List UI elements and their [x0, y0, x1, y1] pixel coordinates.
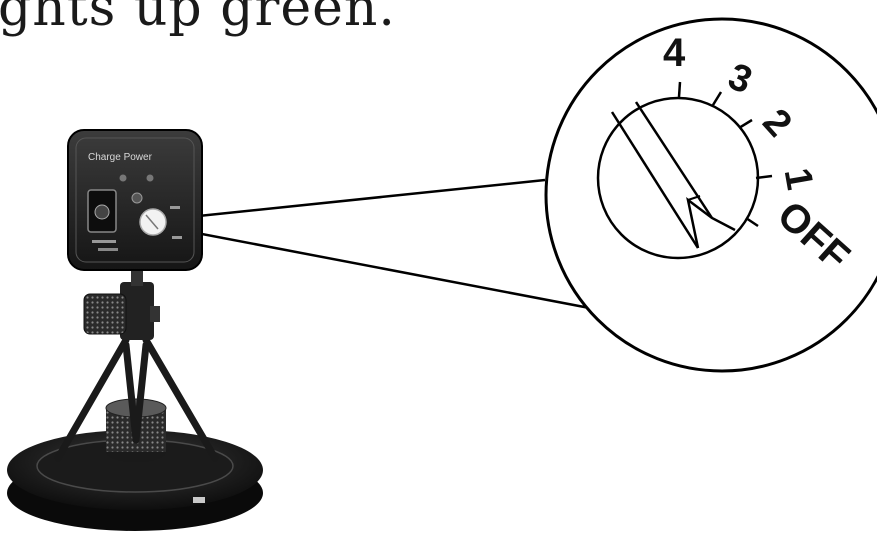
magnifier-callout: 4 3 2 1 OFF	[544, 17, 877, 373]
camera-front-label: Charge Power	[88, 152, 153, 163]
tripod-hinge	[83, 262, 160, 340]
tripod-legs	[54, 336, 219, 462]
led-indicator	[119, 174, 127, 182]
leader-lines	[159, 178, 601, 312]
tripod-base	[7, 430, 263, 531]
camera-illustration: Charge Power	[7, 129, 263, 531]
dial-knob	[596, 96, 760, 260]
camera-body: Charge Power	[67, 129, 203, 271]
dial-label-4: 4	[663, 31, 686, 75]
led-indicator	[146, 174, 154, 182]
power-dial-knob	[139, 208, 167, 236]
dial-ticks	[677, 81, 773, 228]
caption-text: ghts up green.	[0, 0, 396, 38]
